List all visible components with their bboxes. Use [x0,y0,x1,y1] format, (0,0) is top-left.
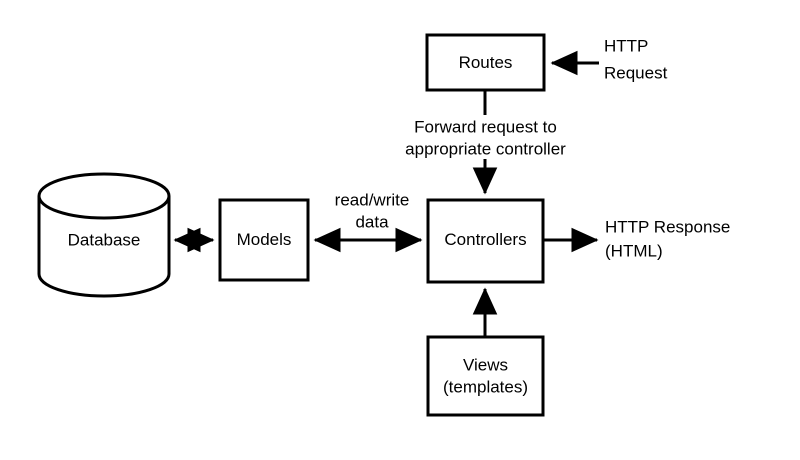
label-forward-request: Forward request to appropriate controlle… [392,115,580,159]
node-models-box[interactable] [218,198,310,282]
node-controllers-label: Controllers [444,230,526,249]
node-controllers[interactable]: Controllers [426,198,545,284]
label-http-request: HTTP Request [604,36,668,82]
node-database-body[interactable] [37,196,171,298]
label-http-request-line2: Request [604,63,668,82]
node-views-label-line2: (templates) [443,377,528,396]
node-views[interactable]: Views (templates) [426,335,545,417]
node-views-box[interactable] [426,335,545,417]
node-views-label-line1: Views [463,355,508,374]
label-forward-request-backdrop [392,115,580,159]
label-read-write-data-line2: data [355,212,389,231]
node-models[interactable]: Models [218,198,310,282]
label-read-write-data-line1: read/write [335,190,410,209]
label-forward-request-line1: Forward request to [414,117,557,136]
label-http-response-line1: HTTP Response [605,217,730,236]
node-database-top[interactable] [37,172,171,220]
node-routes[interactable]: Routes [425,33,546,92]
node-routes-box[interactable] [425,33,546,92]
node-database[interactable]: Database [37,172,171,298]
node-controllers-box[interactable] [426,198,545,284]
node-models-label: Models [237,230,292,249]
label-http-request-line1: HTTP [604,36,648,55]
node-database-label: Database [68,230,141,249]
label-http-response-line2: (HTML) [605,241,663,260]
label-read-write-data: read/write data [335,190,410,231]
label-http-response: HTTP Response (HTML) [605,217,730,260]
node-routes-label: Routes [459,53,513,72]
label-forward-request-line2: appropriate controller [405,139,566,158]
